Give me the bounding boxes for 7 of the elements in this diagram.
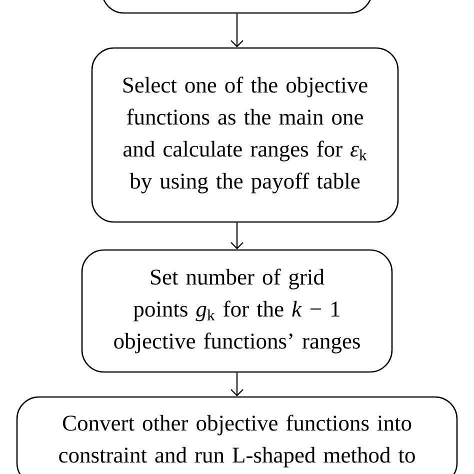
process-box: Set number of grid points g$_{k}$ for the k − 1 objective functions’ ranges <box>81 249 393 373</box>
process-box: Select one of the objective functions as the main one and calculate ranges for ε$_{k}$ by using the payoff table <box>91 47 399 223</box>
arrow <box>230 222 244 250</box>
process-box <box>101 0 373 14</box>
process-box: Convert other objective functions into constraint and run L-shaped method to <box>16 396 458 474</box>
arrow <box>230 14 244 48</box>
arrow <box>230 372 244 396</box>
